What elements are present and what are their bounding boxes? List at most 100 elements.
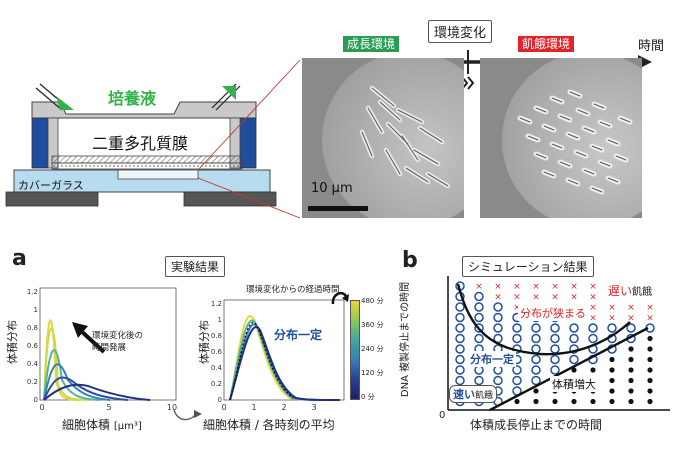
svg-text:0: 0 — [221, 403, 226, 412]
constant-marker — [569, 344, 579, 354]
narrowing-marker: × — [551, 293, 559, 303]
volume-increase-marker — [628, 398, 634, 405]
svg-text:1.2: 1.2 — [27, 288, 38, 296]
constant-marker — [569, 333, 579, 344]
constant-marker — [455, 302, 465, 312]
narrowing-marker: × — [646, 303, 654, 313]
colorbar-tick-3: 120 分 — [361, 369, 384, 377]
starvation-environment-label: 飢餓環境 — [518, 36, 575, 52]
narrowing-marker: × — [475, 282, 483, 292]
medium-outflow-arrow-icon — [222, 86, 236, 100]
constant-marker — [531, 365, 541, 375]
constant-distribution-annotation: 分布一定 — [274, 328, 323, 342]
volume-increase-marker — [647, 377, 653, 384]
constant-marker — [474, 333, 484, 344]
narrowing-marker: × — [570, 293, 578, 303]
volume-increase-marker — [647, 388, 653, 394]
coverglass-label: カバーガラス — [18, 179, 84, 192]
volume-increase-label: 体積増大 — [550, 376, 598, 392]
slow-starvation-label: 遅い飢餓 — [606, 282, 655, 299]
svg-text:5: 5 — [106, 403, 111, 412]
colorbar-tick-2: 240 分 — [361, 345, 384, 353]
colorbar — [350, 300, 360, 400]
svg-text:0.6: 0.6 — [211, 348, 223, 356]
constant-marker — [588, 323, 598, 333]
colorbar-tick-0: 480 分 — [361, 297, 384, 305]
constant-distribution-label: 分布一定 — [468, 351, 516, 367]
constant-marker — [474, 312, 484, 323]
svg-text:0: 0 — [39, 403, 44, 412]
fast-starvation-label: 速い飢餓 — [449, 385, 498, 403]
constant-marker — [474, 302, 484, 312]
micrograph-starvation — [480, 58, 642, 218]
constant-marker — [512, 365, 522, 375]
narrowing-marker: × — [646, 314, 654, 324]
volume-increase-marker — [609, 377, 615, 384]
lower-boundary-line — [489, 326, 649, 412]
panel-a-letter: a — [12, 246, 27, 271]
svg-text:10: 10 — [167, 403, 177, 412]
svg-text:1: 1 — [218, 316, 222, 324]
slow-prefix: 遅い — [608, 284, 633, 298]
constant-marker — [455, 312, 465, 323]
svg-text:0: 0 — [34, 396, 38, 404]
constant-marker — [455, 323, 465, 333]
svg-text:1.2: 1.2 — [211, 300, 222, 308]
panel-a-title: 実験結果 — [165, 256, 226, 277]
narrowing-marker: × — [589, 282, 597, 292]
volume-increase-marker — [590, 398, 596, 405]
constant-marker — [569, 323, 579, 333]
svg-text:3: 3 — [311, 403, 316, 412]
right-plot-xlabel: 細胞体積 / 各時刻の平均 — [203, 418, 335, 432]
narrowing-marker: × — [608, 303, 616, 313]
constant-marker — [512, 375, 522, 386]
narrowing-distribution-label: 分布が狭まる — [518, 305, 588, 321]
volume-increase-marker — [533, 398, 539, 405]
volume-increase-marker — [647, 346, 653, 352]
narrowing-marker: × — [551, 282, 559, 292]
panel-b-origin-label: 0 — [439, 410, 446, 421]
constant-marker — [531, 375, 541, 386]
fast-prefix: 速い — [453, 388, 475, 401]
narrowing-marker: × — [532, 293, 540, 303]
svg-text:0.8: 0.8 — [27, 324, 38, 332]
transform-arrow-icon — [173, 409, 202, 421]
left-plot-ylabel: 体積分布 — [6, 320, 19, 364]
volume-increase-marker — [609, 388, 615, 394]
constant-marker — [588, 333, 598, 344]
narrowing-marker: × — [513, 303, 521, 313]
constant-marker — [512, 323, 522, 333]
volume-increase-marker — [571, 398, 577, 405]
volume-increase-marker — [552, 398, 558, 405]
time-evolution-annotation-line1: 環境変化後の — [92, 331, 144, 341]
constant-marker — [455, 365, 465, 375]
constant-marker — [493, 312, 503, 323]
scale-bar-label: 10 μm — [311, 181, 353, 196]
left-plot-xlabel-text: 細胞体積 — [62, 418, 111, 432]
constant-marker — [531, 354, 541, 365]
constant-marker — [474, 291, 484, 302]
volume-increase-marker — [571, 367, 577, 373]
narrowing-marker: × — [494, 293, 502, 303]
colorbar-tick-4: 0 分 — [361, 393, 375, 401]
environment-change-label: 環境変化 — [428, 20, 493, 43]
constant-marker — [455, 333, 465, 344]
svg-text:0.4: 0.4 — [211, 364, 223, 372]
svg-text:0.8: 0.8 — [211, 332, 222, 340]
constant-marker — [531, 323, 541, 333]
svg-text:0.2: 0.2 — [211, 380, 222, 388]
membrane-label: 二重多孔質膜 — [92, 134, 189, 153]
medium-inflow-arrow-icon — [56, 96, 74, 110]
time-label: 時間 — [638, 39, 665, 54]
svg-text:1: 1 — [251, 403, 256, 412]
colorbar-tick-1: 360 分 — [361, 321, 384, 329]
svg-text:0.2: 0.2 — [27, 378, 38, 386]
left-plot-xlabel-unit: [μm³] — [113, 421, 142, 432]
svg-text:0.4: 0.4 — [27, 360, 39, 368]
volume-increase-marker — [590, 367, 596, 373]
device-drawing — [5, 83, 277, 207]
constant-marker — [493, 365, 503, 375]
svg-text:2: 2 — [281, 403, 286, 412]
